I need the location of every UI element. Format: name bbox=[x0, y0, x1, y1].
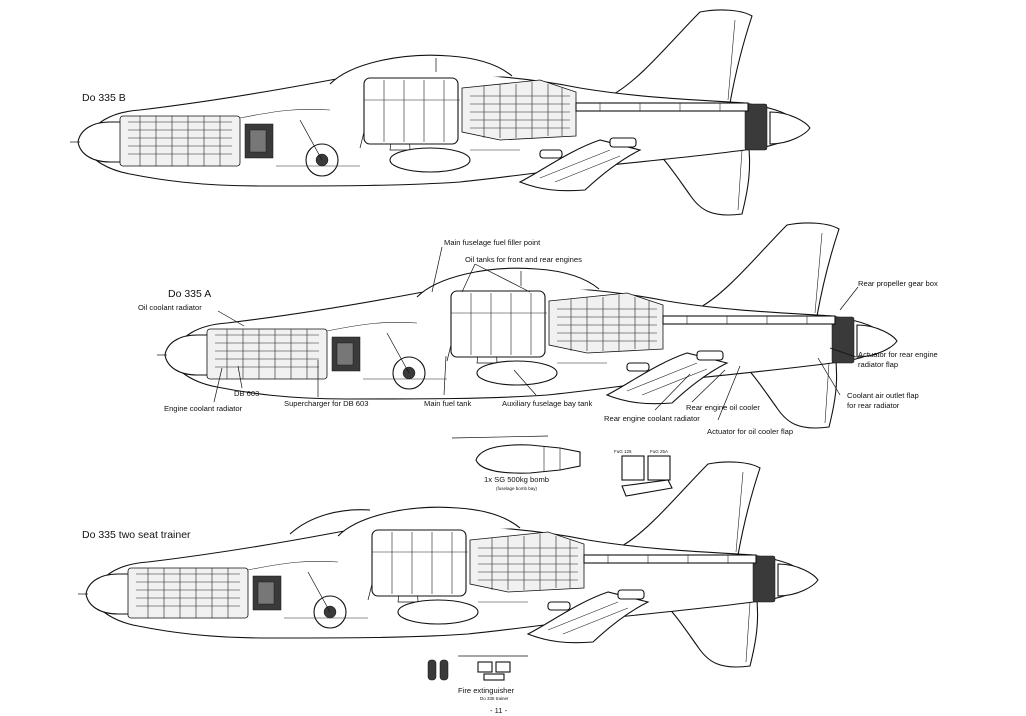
radio-label-fug125: FuG 125 bbox=[614, 449, 632, 454]
aircraft-do335a bbox=[156, 222, 898, 429]
label-actuator-rear-radiator-flap-1: Actuator for rear engine bbox=[858, 350, 938, 359]
label-oil-tanks: Oil tanks for front and rear engines bbox=[465, 255, 582, 264]
label-main-fuel-filler: Main fuselage fuel filler point bbox=[444, 238, 541, 247]
radio-label-fug25a: FuG 25A bbox=[650, 449, 668, 454]
label-coolant-outlet-flap-1: Coolant air outlet flap bbox=[847, 391, 919, 400]
label-supercharger: Supercharger for DB 603 bbox=[284, 399, 368, 408]
extinguisher-label: Fire extinguisher bbox=[458, 686, 515, 695]
radio-equipment-illustration bbox=[621, 455, 673, 497]
variant-title-trainer: Do 335 two seat trainer bbox=[82, 529, 191, 541]
label-rear-propeller-gear-box: Rear propeller gear box bbox=[858, 279, 938, 288]
bomb-sublabel: (fuselage bomb bay) bbox=[496, 486, 538, 491]
label-aux-bay-tank: Auxiliary fuselage bay tank bbox=[502, 399, 593, 408]
label-main-fuel-tank: Main fuel tank bbox=[424, 399, 471, 408]
page-number: - 11 - bbox=[490, 706, 508, 715]
label-actuator-oil-cooler-flap: Actuator for oil cooler flap bbox=[707, 427, 793, 436]
extinguisher-sublabel: Do 335 trainer bbox=[480, 696, 509, 701]
label-actuator-rear-radiator-flap-2: radiator flap bbox=[858, 360, 898, 369]
second-canopy bbox=[289, 509, 371, 535]
aircraft-do335-trainer bbox=[77, 461, 819, 668]
bomb-illustration bbox=[451, 435, 581, 474]
variant-title-b: Do 335 B bbox=[82, 92, 126, 104]
label-rear-engine-coolant-radiator: Rear engine coolant radiator bbox=[604, 414, 700, 423]
label-coolant-outlet-flap-2: for rear radiator bbox=[847, 401, 900, 410]
variant-title-a: Do 335 A bbox=[168, 288, 211, 300]
bomb-label: 1x SG 500kg bomb bbox=[484, 475, 549, 484]
label-oil-coolant-radiator: Oil coolant radiator bbox=[138, 303, 202, 312]
label-rear-engine-oil-cooler: Rear engine oil cooler bbox=[686, 403, 760, 412]
fire-extinguisher-illustration bbox=[427, 655, 528, 681]
label-engine-coolant-radiator: Engine coolant radiator bbox=[164, 404, 243, 413]
aircraft-do335b bbox=[69, 9, 811, 216]
callout-leaders bbox=[213, 246, 859, 421]
label-db603: DB 603 bbox=[234, 389, 259, 398]
